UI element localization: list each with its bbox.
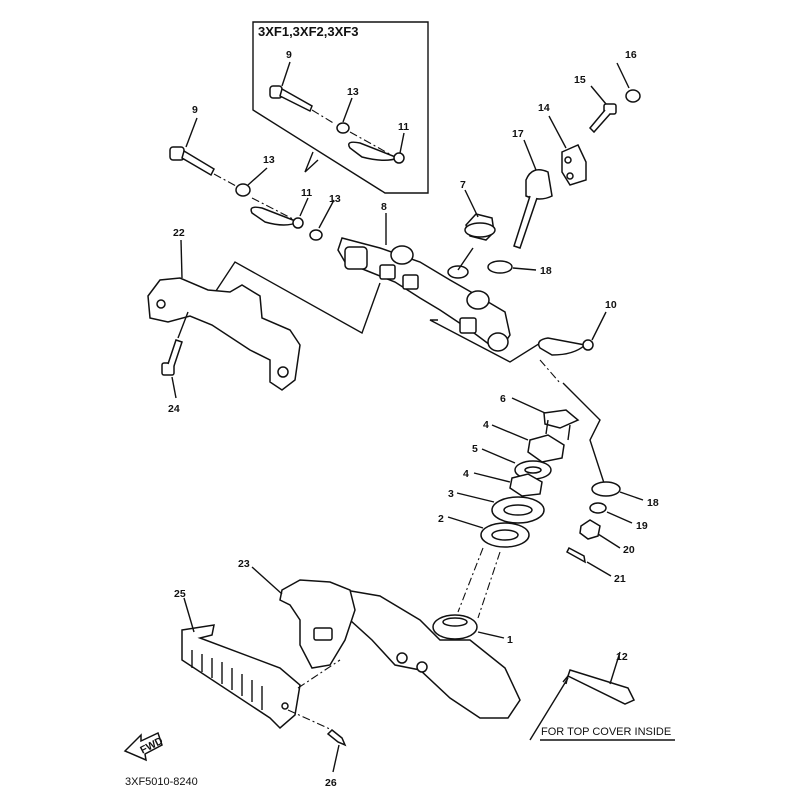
callout-8: 8 — [381, 201, 387, 213]
callout-12: 12 — [616, 651, 628, 663]
note-text: FOR TOP COVER INSIDE — [541, 726, 671, 738]
callout-7: 7 — [460, 179, 466, 191]
callout-13: 13 — [329, 193, 341, 205]
cable-guide-part[interactable] — [279, 579, 356, 669]
callout-10: 10 — [605, 299, 617, 311]
stem-stack: 6 4 5 4 3 2 — [438, 393, 580, 548]
callout-11: 11 — [398, 121, 409, 133]
cable-tie-part[interactable] — [567, 669, 636, 705]
drawing-code: 3XF5010-8240 — [125, 776, 198, 788]
callout-20: 20 — [623, 544, 635, 556]
forward-arrow-icon: FWD — [123, 731, 165, 762]
callout-5: 5 — [472, 443, 478, 455]
washer-part[interactable] — [336, 122, 350, 134]
screw-part[interactable] — [161, 339, 183, 376]
pin-part[interactable] — [537, 337, 587, 356]
inset-frame — [252, 21, 429, 194]
note-arrowhead — [562, 675, 569, 685]
bolt-part[interactable] — [169, 146, 215, 177]
callout-25: 25 — [174, 588, 186, 600]
bolt-part[interactable] — [269, 85, 313, 113]
callout-1: 1 — [507, 634, 513, 646]
callout-9: 9 — [192, 104, 198, 116]
screw-part[interactable] — [326, 728, 347, 747]
washer-part[interactable] — [487, 260, 513, 274]
callout-16: 16 — [625, 49, 637, 61]
washer-part[interactable] — [309, 229, 323, 241]
callout-14: 14 — [538, 102, 550, 114]
under-bracket-part[interactable] — [344, 589, 521, 719]
ring-nut-part[interactable] — [527, 434, 565, 463]
variant-inset: 3XF1,3XF2,3XF3 9 13 11 — [252, 21, 429, 194]
bolt-group-left: 9 13 11 13 — [169, 104, 341, 241]
callout-26: 26 — [325, 777, 337, 789]
lock-washer-part[interactable] — [543, 409, 580, 441]
inset-title: 3XF1,3XF2,3XF3 — [258, 24, 358, 39]
ring-nut-part[interactable] — [509, 473, 543, 497]
callout-4: 4 — [463, 468, 469, 480]
fwd-label: FWD — [138, 735, 165, 757]
callout-13: 13 — [263, 154, 275, 166]
callout-4: 4 — [483, 419, 489, 431]
callout-23: 23 — [238, 558, 250, 570]
lever-part[interactable] — [513, 169, 553, 249]
lower-bracket-part[interactable] — [147, 277, 301, 391]
callout-6: 6 — [500, 393, 506, 405]
callout-24: 24 — [168, 403, 180, 415]
callout-18: 18 — [647, 497, 659, 509]
bolt-part[interactable] — [566, 546, 586, 564]
cap-nut-part[interactable] — [464, 213, 496, 241]
inset-pointer — [304, 151, 319, 173]
callout-21: 21 — [614, 573, 626, 585]
callout-11: 11 — [301, 187, 312, 199]
callout-3: 3 — [448, 488, 454, 500]
callout-15: 15 — [574, 74, 586, 86]
washer-part[interactable] — [591, 481, 621, 497]
callout-2: 2 — [438, 513, 444, 525]
lock-washer-part[interactable] — [589, 502, 607, 514]
pin-part[interactable] — [348, 141, 401, 161]
clamp-part[interactable] — [561, 144, 587, 186]
nut-part[interactable] — [579, 519, 601, 540]
callout-9: 9 — [286, 49, 292, 61]
upper-bracket-part[interactable] — [337, 237, 511, 352]
callout-17: 17 — [512, 128, 524, 140]
nut-part[interactable] — [625, 89, 641, 103]
note-leader — [529, 677, 569, 741]
washer-part[interactable] — [235, 183, 251, 197]
callout-13: 13 — [347, 86, 359, 98]
bolt-part[interactable] — [588, 103, 617, 134]
callout-18: 18 — [540, 265, 552, 277]
callout-19: 19 — [636, 520, 648, 532]
callout-22: 22 — [173, 227, 185, 239]
pin-part[interactable] — [250, 206, 300, 226]
cover-part[interactable] — [181, 624, 301, 730]
